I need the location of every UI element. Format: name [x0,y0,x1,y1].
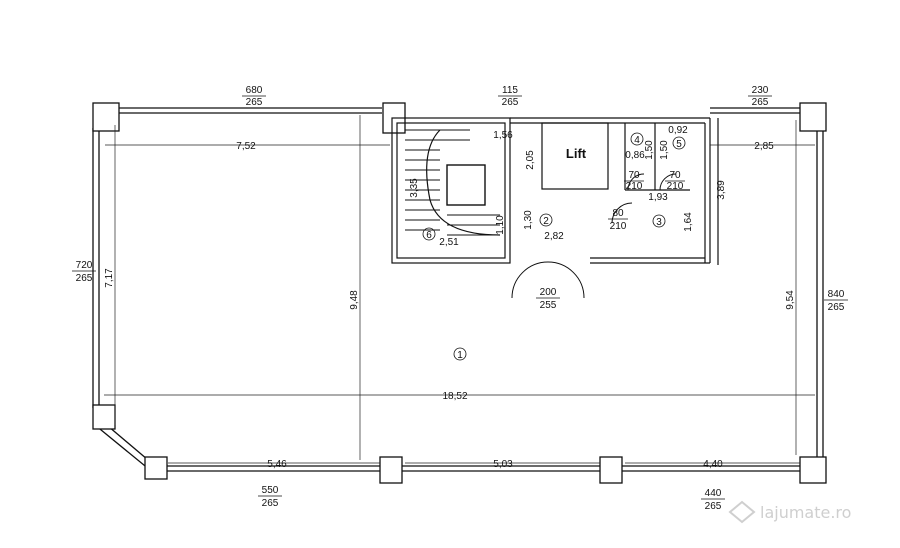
pillar-bottom-mid2 [599,456,623,484]
door-80-h: 210 [610,221,627,232]
measure-top-left: 7,52 [236,141,256,152]
door-wc1 [627,173,645,191]
watermark: lajumate.ro [728,500,851,524]
measure-stair-top: 1,56 [493,130,513,141]
measure-center-height: 9,48 [349,290,360,310]
doors [511,173,677,299]
measure-stair-side: 3,35 [409,178,420,198]
opening-top-left-w: 680 [246,85,263,96]
opening-left-h: 265 [76,273,93,284]
pillar-left-bottom [92,404,116,430]
room-6-label: 6 [426,230,432,241]
measure-hall-height: 1,30 [523,210,534,230]
opening-bottom-right-h: 265 [705,501,722,512]
measurement-labels: 7,52 2,85 18,52 5,46 5,03 4,40 7,17 9,48… [104,125,796,470]
measure-corridor: 1,93 [648,192,668,203]
door-70b-w: 70 [669,170,681,181]
measure-stair-bottom: 2,51 [439,237,459,248]
door-70b-h: 210 [667,181,684,192]
opening-top-right-w: 230 [752,85,769,96]
opening-bottom-left-h: 265 [262,498,279,509]
measure-wc-width: 0,86 [625,150,645,161]
opening-top-mid-h: 265 [502,97,519,108]
pillar-bottom-right [799,456,827,484]
staircase [405,129,501,236]
measure-total-width: 18,52 [442,391,467,402]
opening-left-w: 720 [76,260,93,271]
measure-right-core-height: 3,89 [716,180,727,200]
door-main-h: 255 [540,300,557,311]
pillar-top-right [799,102,827,132]
measure-stair-small: 1,10 [495,215,506,235]
measure-top-right: 2,85 [754,141,774,152]
door-wc2 [659,173,677,191]
measure-wc-height: 1,50 [644,140,655,160]
watermark-text: lajumate.ro [760,503,851,522]
dimension-lines [104,115,815,464]
door-70a-h: 210 [626,181,643,192]
room-4-label: 4 [634,135,640,146]
measure-wc2-height: 1,50 [659,140,670,160]
measure-lift-height: 2,05 [525,150,536,170]
room-3-label: 3 [656,217,662,228]
pillar-bottom-mid1 [379,456,403,484]
room-2-label: 2 [543,216,549,227]
opening-right-h: 265 [828,302,845,313]
opening-top-left-h: 265 [246,97,263,108]
outer-walls [92,107,824,472]
door-main-w: 200 [540,287,557,298]
room-labels [422,132,686,361]
measure-wc2-width: 0,92 [668,125,688,136]
opening-labels: 680 265 115 265 230 265 720 265 840 265 … [72,85,848,512]
core-walls [391,117,719,265]
opening-bottom-right-w: 440 [705,488,722,499]
measure-bottom-right: 4,40 [703,459,723,470]
opening-right-w: 840 [828,289,845,300]
measure-right-height: 9,54 [785,290,796,310]
opening-top-mid-w: 115 [502,85,518,96]
opening-bottom-left-w: 550 [262,485,279,496]
pillars [92,102,827,484]
door-room3 [611,202,633,224]
opening-top-right-h: 265 [752,97,769,108]
watermark-logo-icon [728,500,756,524]
room-1-label: 1 [457,350,463,361]
room-5-label: 5 [676,139,682,150]
measure-bottom-mid: 5,03 [493,459,513,470]
measure-room3-height: 1,64 [683,212,694,232]
measure-left-height: 7,17 [104,268,115,288]
door-70a-w: 70 [628,170,640,181]
main-entrance-door [511,261,585,299]
door-80-w: 80 [612,208,624,219]
measure-bottom-left: 5,46 [267,459,287,470]
measure-hall-width: 2,82 [544,231,564,242]
lift-label: Lift [566,146,587,161]
pillar-bottom-left [144,456,168,480]
